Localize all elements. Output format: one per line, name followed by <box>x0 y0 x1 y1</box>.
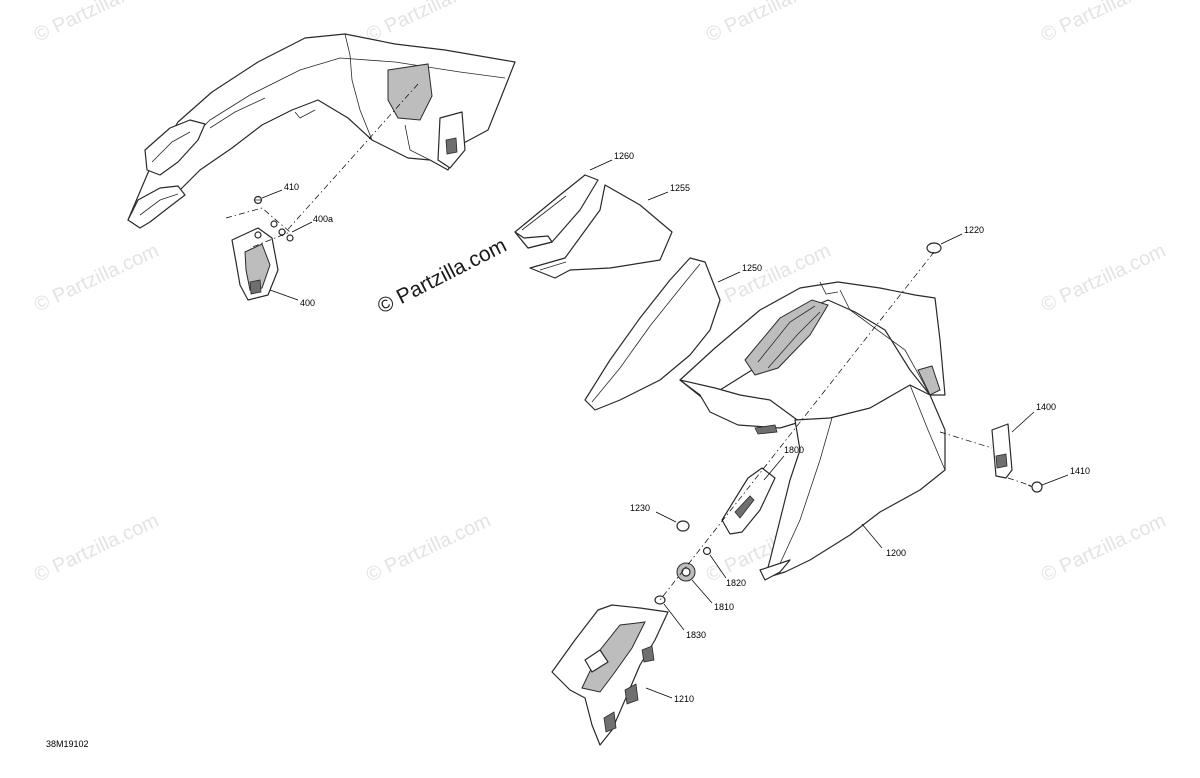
callout-1810: 1810 <box>714 602 734 612</box>
callout-1410: 1410 <box>1070 466 1090 476</box>
leader-lines <box>261 159 1069 699</box>
callout-1830: 1830 <box>686 630 706 640</box>
watermark: © Partzilla.com <box>1038 240 1169 317</box>
callout-410: 410 <box>284 182 299 192</box>
callout-1255: 1255 <box>670 183 690 193</box>
main-watermark: © Partzilla.com <box>374 234 511 319</box>
lower-panel-1210 <box>551 604 669 746</box>
watermark: © Partzilla.com <box>363 0 494 47</box>
callout-labels: 410 400a 400 1260 1255 1250 1220 1400 14… <box>284 151 1090 704</box>
callout-1820: 1820 <box>726 578 746 588</box>
callout-1400: 1400 <box>1036 402 1056 412</box>
callout-1220: 1220 <box>964 225 984 235</box>
plug-1220 <box>926 242 942 254</box>
watermark: © Partzilla.com <box>31 240 162 317</box>
screw-410 <box>253 195 263 205</box>
callout-1230: 1230 <box>630 503 650 513</box>
watermark: © Partzilla.com <box>31 0 162 47</box>
right-main-panel-1200 <box>679 281 946 581</box>
callout-1210: 1210 <box>674 694 694 704</box>
plug-1830 <box>654 595 666 605</box>
callout-1800: 1800 <box>784 445 804 455</box>
watermark: © Partzilla.com <box>703 0 834 47</box>
insert-1260 <box>514 174 599 249</box>
insert-1250 <box>584 257 721 411</box>
watermark: © Partzilla.com <box>31 510 162 587</box>
nut-1820 <box>702 546 712 556</box>
left-upper-panel <box>127 33 516 229</box>
callout-400a: 400a <box>313 214 333 224</box>
watermark: © Partzilla.com <box>1038 510 1169 587</box>
pad-1800 <box>721 467 776 535</box>
bracket-400 <box>231 227 279 301</box>
insert-1255 <box>529 184 673 279</box>
watermark: © Partzilla.com <box>363 510 494 587</box>
plug-1230 <box>676 520 690 532</box>
nuts-400a <box>270 220 294 242</box>
rivet-1410 <box>1027 481 1043 493</box>
callout-1250: 1250 <box>742 263 762 273</box>
grommet-1810 <box>676 562 696 582</box>
watermark: © Partzilla.com <box>1038 0 1169 47</box>
drawing-reference: 38M19102 <box>46 739 89 749</box>
callout-1260: 1260 <box>614 151 634 161</box>
callout-1200: 1200 <box>886 548 906 558</box>
background-watermarks: © Partzilla.com © Partzilla.com © Partzi… <box>31 0 1169 587</box>
callout-400: 400 <box>300 298 315 308</box>
clip-1400 <box>991 423 1013 479</box>
alignment-lines <box>225 83 1033 601</box>
